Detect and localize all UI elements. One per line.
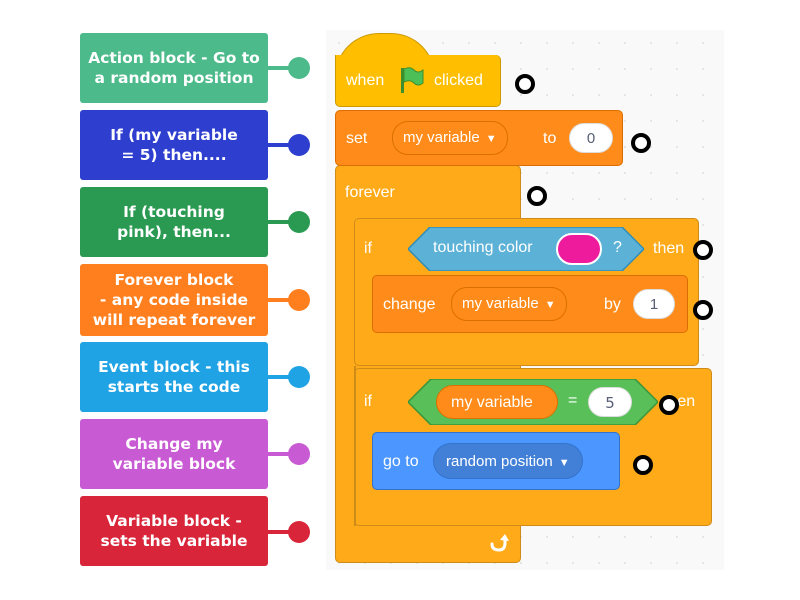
- connector-line: [268, 298, 292, 302]
- label-card-if-touching[interactable]: If (touching pink), then...: [80, 187, 268, 257]
- if-keyword: if: [364, 393, 372, 410]
- connector-line: [268, 530, 292, 534]
- touching-color-label: touching color: [433, 239, 533, 256]
- label-card-action-goto[interactable]: Action block - Go to a random position: [80, 33, 268, 103]
- loop-arrow-icon: [488, 532, 510, 558]
- connector-line: [268, 66, 292, 70]
- drop-slot-set[interactable]: [631, 133, 651, 153]
- drop-target-knob[interactable]: [288, 366, 310, 388]
- change-variable-block[interactable]: change my variable ▼ by 1: [372, 275, 688, 333]
- set-to-keyword: to: [543, 130, 557, 147]
- label-text: If (touching pink), then...: [117, 203, 231, 241]
- chevron-down-icon: ▼: [485, 133, 497, 145]
- set-value-input[interactable]: 0: [569, 123, 613, 153]
- equals-value-input[interactable]: 5: [588, 387, 632, 417]
- set-variable-block[interactable]: set my variable ▼ to 0: [335, 110, 623, 166]
- equals-sign: =: [568, 392, 578, 409]
- connector-line: [268, 452, 292, 456]
- label-text: If (my variable = 5) then....: [110, 126, 238, 164]
- label-card-change-variable[interactable]: Change my variable block: [80, 419, 268, 489]
- drop-slot-if-equal[interactable]: [659, 395, 679, 415]
- label-text: Variable block - sets the variable: [100, 512, 248, 550]
- goto-keyword: go to: [383, 453, 419, 470]
- forever-inner-edge: [354, 366, 356, 526]
- chevron-down-icon: ▼: [558, 457, 570, 469]
- green-flag-icon: [398, 65, 424, 100]
- forever-keyword: forever: [345, 184, 395, 201]
- label-text: Change my variable block: [112, 435, 236, 473]
- hat-when-label: when: [346, 72, 385, 89]
- connector-line: [268, 375, 292, 379]
- drop-target-knob[interactable]: [288, 211, 310, 233]
- set-value-text: 0: [586, 130, 596, 147]
- color-swatch-input[interactable]: [556, 233, 602, 265]
- change-keyword: change: [383, 296, 436, 313]
- variable-reporter[interactable]: my variable: [436, 385, 558, 419]
- label-card-if-variable[interactable]: If (my variable = 5) then....: [80, 110, 268, 180]
- goto-target-dropdown[interactable]: random position ▼: [433, 443, 583, 479]
- variable-reporter-label: my variable: [451, 394, 533, 411]
- label-card-event[interactable]: Event block - this starts the code: [80, 342, 268, 412]
- set-keyword: set: [346, 130, 368, 147]
- label-card-variable-set[interactable]: Variable block - sets the variable: [80, 496, 268, 566]
- drop-slot-change[interactable]: [693, 300, 713, 320]
- change-by-keyword: by: [604, 296, 621, 313]
- hat-block[interactable]: when clicked: [335, 55, 501, 107]
- label-text: Action block - Go to a random position: [88, 49, 260, 87]
- label-text: Event block - this starts the code: [98, 358, 250, 396]
- drop-target-knob[interactable]: [288, 443, 310, 465]
- drop-target-knob[interactable]: [288, 57, 310, 79]
- variable-dropdown[interactable]: my variable ▼: [451, 287, 567, 321]
- goto-block[interactable]: go to random position ▼: [372, 432, 620, 490]
- equals-operator[interactable]: my variable = 5: [408, 379, 658, 425]
- equals-value-text: 5: [605, 394, 615, 412]
- drop-slot-if-touching[interactable]: [693, 240, 713, 260]
- question-mark-label: ?: [613, 239, 622, 256]
- goto-target-label: random position: [446, 453, 553, 470]
- variable-dropdown-label: my variable: [462, 295, 539, 312]
- touching-color-sensor[interactable]: touching color ?: [408, 227, 644, 271]
- label-text: Forever block - any code inside will rep…: [92, 271, 256, 329]
- drop-slot-hat[interactable]: [515, 74, 535, 94]
- if-keyword: if: [364, 240, 372, 257]
- drop-slot-forever[interactable]: [527, 186, 547, 206]
- drop-target-knob[interactable]: [288, 289, 310, 311]
- connector-line: [268, 220, 292, 224]
- variable-dropdown-label: my variable: [403, 129, 480, 146]
- then-keyword: then: [653, 240, 685, 257]
- connector-line: [268, 143, 292, 147]
- change-value-text: 1: [649, 296, 659, 313]
- change-value-input[interactable]: 1: [633, 289, 675, 319]
- hat-clicked-label: clicked: [434, 72, 483, 89]
- variable-dropdown[interactable]: my variable ▼: [392, 121, 508, 155]
- drop-target-knob[interactable]: [288, 521, 310, 543]
- chevron-down-icon: ▼: [544, 299, 556, 311]
- drop-slot-goto[interactable]: [633, 455, 653, 475]
- drop-target-knob[interactable]: [288, 134, 310, 156]
- label-card-forever[interactable]: Forever block - any code inside will rep…: [80, 264, 268, 336]
